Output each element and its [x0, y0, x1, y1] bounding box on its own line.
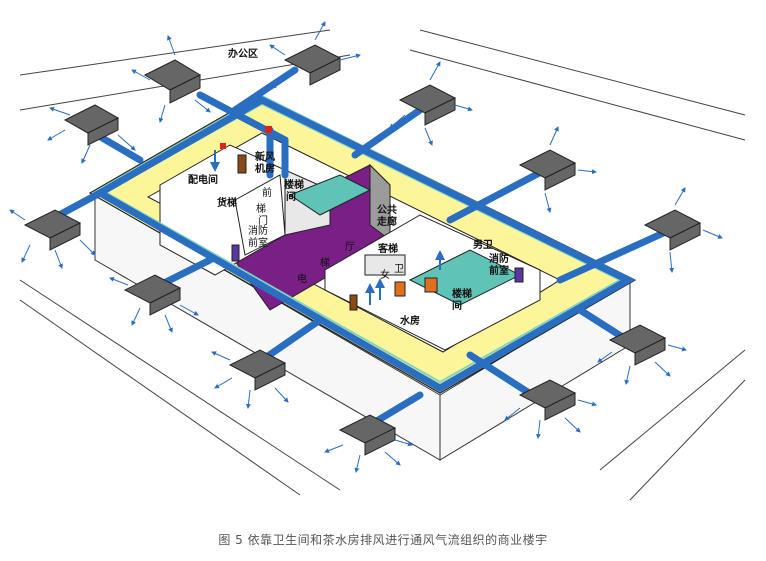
- label-office-zone: 办公区: [228, 47, 258, 60]
- label-hall-3: 电: [297, 272, 307, 285]
- label-stair-right-2: 间: [452, 299, 462, 312]
- fan-units: [23, 44, 702, 456]
- label-fire-elevator-2: 前室: [248, 236, 268, 249]
- label-public-corridor-1: 公共: [377, 203, 397, 216]
- label-stair-left-2: 间: [286, 190, 296, 203]
- label-stair-left-1: 楼梯: [284, 178, 304, 191]
- label-hall-2: 梯: [320, 256, 330, 269]
- label-fresh-air-1: 新风: [255, 150, 275, 163]
- label-men-restroom: 男卫: [473, 239, 493, 251]
- label-fire-stair-2: 门: [258, 214, 268, 227]
- label-freight-elevator: 货梯: [217, 196, 237, 209]
- right-rooms: [324, 214, 541, 351]
- label-fire-stair-1: 梯: [256, 202, 266, 215]
- label-fire-vestibule-2: 前室: [489, 264, 509, 277]
- label-fire-stair-3: 前: [262, 186, 272, 199]
- label-women-1: 女: [380, 268, 390, 281]
- label-distribution-room: 配电间: [188, 173, 218, 186]
- exhaust-arrows: [210, 150, 445, 305]
- label-passenger-elevator: 客梯: [377, 242, 398, 255]
- label-fresh-air-2: 机房: [255, 162, 275, 175]
- label-women-2: 卫: [394, 264, 404, 275]
- label-fire-vestibule-1: 消防: [489, 252, 509, 265]
- label-stair-right-1: 楼梯: [452, 287, 472, 300]
- red-markers: [220, 126, 272, 149]
- airflow-arrows: [9, 21, 723, 473]
- ground-outline: [19, 29, 746, 501]
- label-public-corridor-2: 走廊: [376, 215, 397, 228]
- label-fire-elevator-1: 消防: [248, 224, 268, 237]
- label-tea-room: 水房: [399, 314, 420, 327]
- figure-caption: 图 5 依靠卫生间和茶水房排风进行通风气流组织的商业楼宇: [218, 533, 548, 547]
- label-hall-1: 厅: [345, 242, 355, 253]
